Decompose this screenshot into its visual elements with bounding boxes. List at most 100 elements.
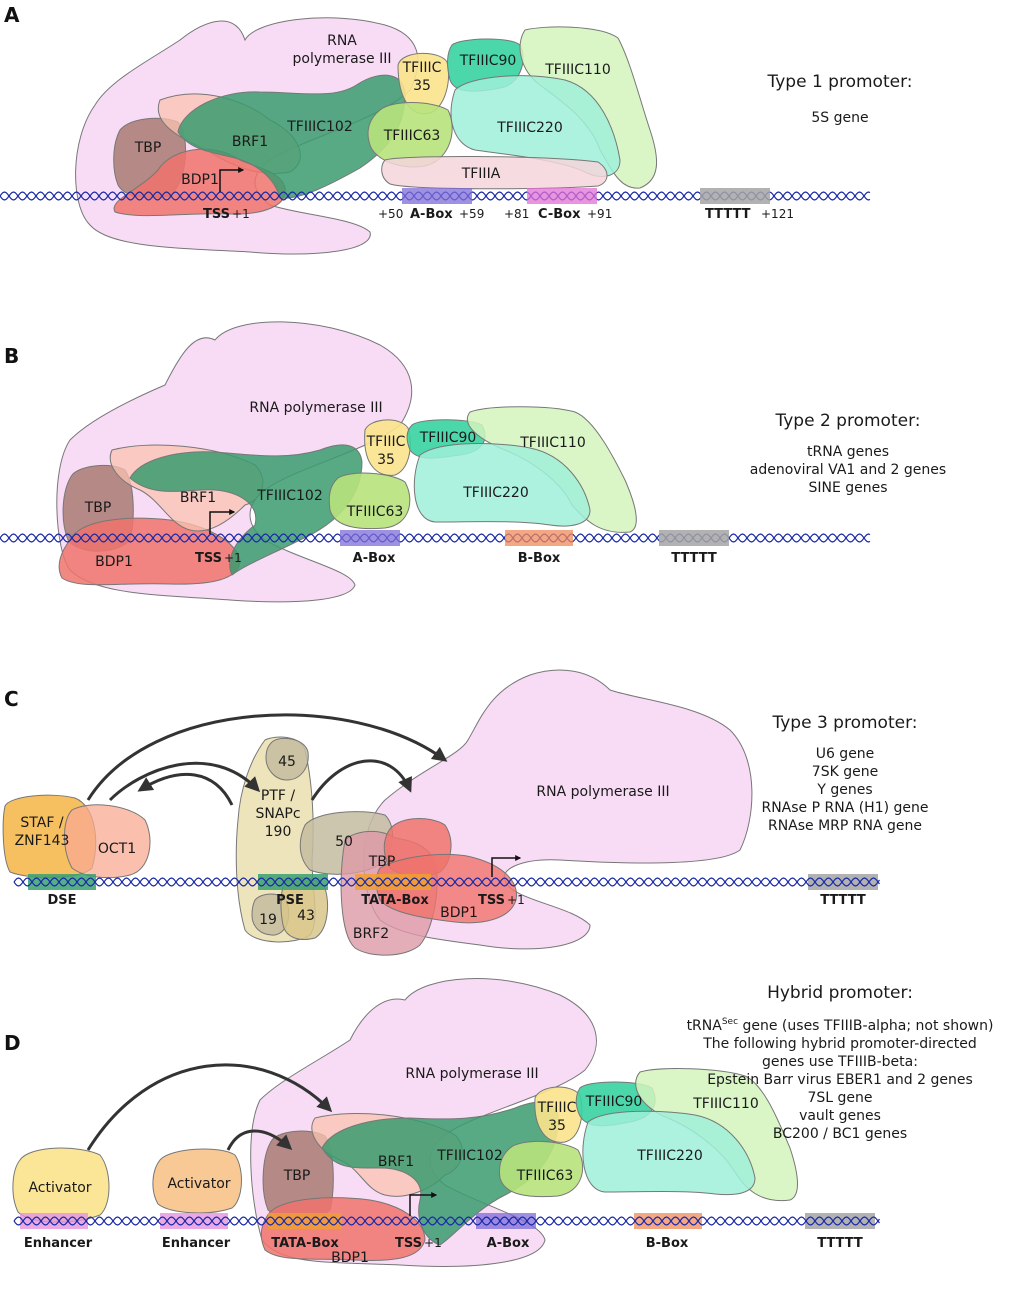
panel-d-dna [13,1216,880,1226]
panel-b-tss-arrow [209,509,236,534]
panel-c-ptf45 [265,737,309,781]
panel-d-arrow-activator-1 [86,1063,333,1151]
panel-d-enhancer-1-label: Enhancer [24,1236,93,1251]
dna-strand-2 [13,1216,880,1226]
panel-b-tfiiic220 [413,443,591,527]
panel-a-abox [402,188,472,204]
panel-c-promoter-title: Type 3 promoter: [772,713,918,733]
panel-c-arrow-staf-to-pol [86,713,448,801]
panel-d-tata-label: TATA-Box [271,1236,339,1251]
panel-b-ttttt-label: TTTTT [671,551,717,566]
panel-c-pse-label: PSE [276,893,304,908]
panel-d-gene-5: vault genes [799,1108,881,1124]
panel-a-tfiiic90-label: TFIIIC90 [459,53,517,69]
panel-a-brf1-label: BRF1 [232,134,268,150]
panel-b-letter: B [4,344,19,368]
panel-d-tfiiic35-label-1: TFIIIC [537,1100,577,1116]
panel-b-brf1-label: BRF1 [180,490,216,506]
panel-d-activator-2 [152,1148,242,1214]
panel-d-activator-1-label: Activator [28,1180,91,1196]
panel-a-cbox [527,188,597,204]
panel-b-tfiiic90-label: TFIIIC90 [419,430,477,446]
panel-a-pos121: +121 [761,207,794,221]
panel-b-tfiiic63 [328,472,411,530]
panel-b-tfiiic220-label: TFIIIC220 [462,485,529,501]
panel-a-pos50: +50 [378,207,403,221]
panel-a-tfiiic220 [450,75,621,177]
panel-d-ttttt-label: TTTTT [817,1236,863,1251]
panel-a-tfiiic63-label: TFIIIC63 [383,128,441,144]
panel-c-oct1-label: OCT1 [98,841,136,857]
panel-c-pol-label: RNA polymerase III [536,784,669,800]
panel-c-bdp1 [375,853,517,924]
panel-d-gene-3: Epstein Barr virus EBER1 and 2 genes [707,1072,973,1088]
panel-c-dse-label: DSE [47,893,76,908]
panel-c-ptf43-label: 43 [297,908,315,924]
panel-d-tfiiic220-label: TFIIIC220 [636,1148,703,1164]
panel-b-tfiiic102-label: TFIIIC102 [256,488,323,504]
panel-c-gene-2: 7SK gene [812,764,878,780]
panel-d-tfiiic35 [534,1086,583,1143]
panel-d-pol-label: RNA polymerase III [405,1066,538,1082]
panel-d-bbox-label: B-Box [646,1236,689,1251]
panel-d-gene-2: genes use TFIIIB-beta: [762,1054,918,1070]
dna-strand-2 [13,877,880,887]
panel-c-tbp-label: TBP [368,854,396,870]
panel-d-tfiiic35-label-2: 35 [548,1118,566,1134]
panel-b-bdp1-label: BDP1 [95,554,133,570]
panel-b-tfiiic35 [364,419,411,476]
panel-d-tfiiic220 [582,1110,756,1196]
panel-c-ptf50-label: 50 [335,834,353,850]
panel-c-staf-label-2: ZNF143 [15,833,70,849]
panel-c-gene-4: RNAse P RNA (H1) gene [761,800,928,816]
panel-a-tss-arrow [219,167,245,192]
panel-a-promoter-title: Type 1 promoter: [767,72,913,92]
panel-d-tfiiic110-label: TFIIIC110 [692,1096,759,1112]
panel-d-tbp-label: TBP [283,1168,311,1184]
panel-d-letter: D [4,1031,21,1055]
panel-b-gene-3: SINE genes [808,480,887,496]
panel-c-ptf45-label: 45 [278,754,296,770]
panel-d-tfiiic63 [499,1140,584,1198]
panel-a-tfiiic35-label-1: TFIIIC [402,60,442,76]
panel-b-tfiiic63-label: TFIIIC63 [346,504,404,520]
panel-c-bdp1-label: BDP1 [440,905,478,921]
panel-d-trna-line: tRNASec gene (uses TFIIIB-alpha; not sho… [687,1017,994,1034]
panel-a-tfiiic35-label-2: 35 [413,78,431,94]
panel-a-pos81: +81 [504,207,529,221]
panel-c: C STAF / ZNF143 OCT1 45 PTF / SNAPc 190 … [2,669,929,956]
panel-d-tfiiic102-label: TFIIIC102 [436,1148,503,1164]
panel-b-tfiiic35-label-1: TFIIIC [366,434,406,450]
panel-d-gene-4: 7SL gene [807,1090,872,1106]
panel-d: D Activator Activator RNA polymerase III… [4,978,994,1267]
panel-d-arrow-activator-2 [226,1129,293,1151]
panel-a-gene-1: 5S gene [811,110,868,126]
panel-a-abox-label: A-Box [410,207,453,222]
panel-b-ttttt-box [659,530,729,546]
panel-c-gene-5: RNAse MRP RNA gene [768,818,922,834]
panel-d-gene-6: BC200 / BC1 genes [773,1126,907,1142]
panel-a-tfiiia-label: TFIIIA [461,166,501,182]
panel-c-ptf-label-3: 190 [265,824,292,840]
panel-a: A RNA polymerase III TBP BRF1 BDP1 TFIII… [0,3,913,255]
panel-c-staf-label-1: STAF / [20,815,63,831]
panel-c-dna [13,877,880,887]
panel-c-brf2-label: BRF2 [353,926,389,942]
panel-c-tss-arrow [491,855,522,877]
panel-a-tfiiic220-label: TFIIIC220 [496,120,563,136]
panel-b-bbox-label: B-Box [518,551,561,566]
panel-b-gene-1: tRNA genes [807,444,889,460]
panel-d-gene-1: The following hybrid promoter-directed [702,1036,977,1052]
panel-c-oct1 [64,804,151,879]
panel-b-abox [340,530,400,546]
panel-b: B RNA polymerase III TBP BRF1 BDP1 TFIII… [0,321,946,603]
panel-a-tbp-label: TBP [134,140,162,156]
panel-d-activator-1 [12,1147,110,1223]
panel-a-tfiiic102-label: TFIIIC102 [286,119,353,135]
panel-a-cbox-label: C-Box [538,207,581,222]
panel-a-bdp1-label: BDP1 [181,172,219,188]
panel-b-tss-label: TSS+1 [195,551,242,566]
panel-c-letter: C [4,687,19,711]
panel-c-tata-label: TATA-Box [361,893,429,908]
